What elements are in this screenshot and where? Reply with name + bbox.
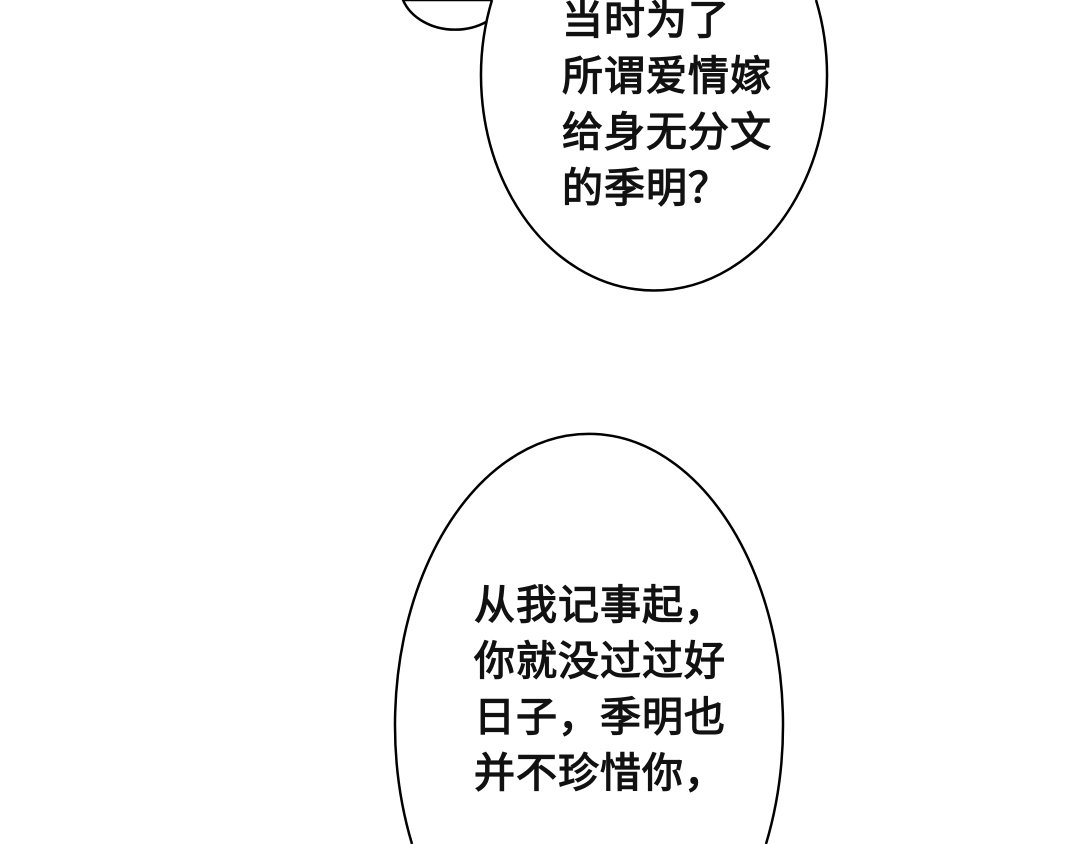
dialogue-line: 并不珍惜你， [474, 749, 726, 797]
dialogue-line: 当时为了 [562, 0, 730, 44]
dialogue-line: 从我记事起， [474, 581, 726, 629]
dialogue-line: 日子，季明也 [474, 693, 726, 741]
dialogue-line: 给身无分文 [562, 108, 772, 156]
speech-bubble-2-text: 从我记事起， 你就没过过好 日子，季明也 并不珍惜你， [474, 577, 726, 801]
dialogue-line: 所谓爱情嫁 [562, 52, 772, 100]
speech-bubble-1 [479, 0, 829, 292]
dialogue-line: 你就没过过好 [474, 637, 726, 685]
speech-bubble-2 [393, 432, 785, 844]
dialogue-line: 的季明？ [562, 164, 730, 212]
speech-bubble-1-text: 当时为了 所谓爱情嫁 给身无分文 的季明？ [562, 0, 772, 216]
